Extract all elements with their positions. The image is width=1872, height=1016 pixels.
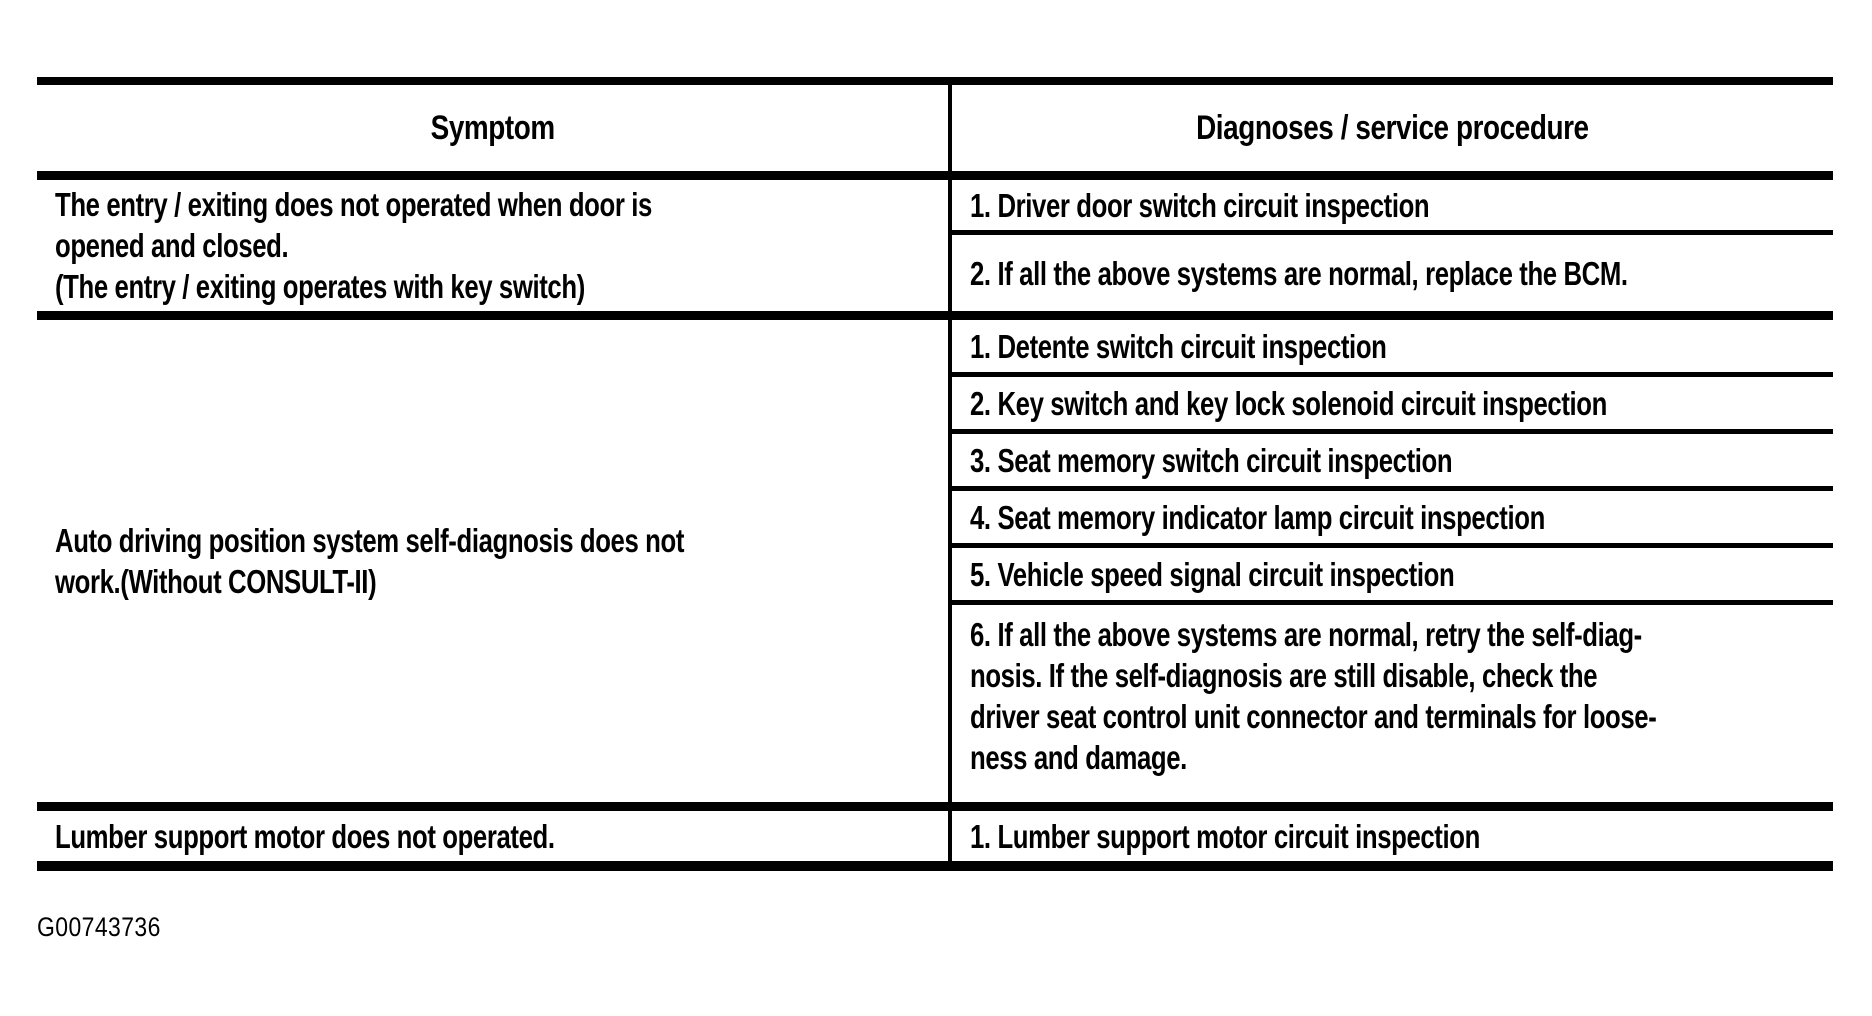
symptom-column-header: Symptom: [37, 85, 952, 171]
procedure-item: 4. Seat memory indicator lamp circuit in…: [952, 491, 1833, 548]
procedure-text: 6. If all the above systems are normal, …: [970, 615, 1657, 776]
table-row: Lumber support motor does not operated. …: [37, 811, 1833, 861]
procedure-text: 2. Key switch and key lock solenoid circ…: [970, 384, 1607, 422]
symptom-diagnosis-table: Symptom Diagnoses / service procedure Th…: [37, 77, 1833, 871]
table-row: Auto driving position system self-diagno…: [37, 320, 1833, 811]
symptom-cell: The entry / exiting does not operated wh…: [37, 180, 952, 311]
symptom-text: The entry / exiting does not operated wh…: [55, 186, 652, 305]
diagnoses-column-header: Diagnoses / service procedure: [952, 85, 1833, 171]
procedure-text: 1. Detente switch circuit inspection: [970, 327, 1387, 365]
procedures-cell: 1. Lumber support motor circuit inspecti…: [952, 811, 1833, 861]
diagnoses-header-label: Diagnoses / service procedure: [1196, 108, 1589, 147]
procedure-item: 6. If all the above systems are normal, …: [952, 605, 1833, 786]
procedure-item: 2. Key switch and key lock solenoid circ…: [952, 377, 1833, 434]
procedure-text: 1. Driver door switch circuit inspection: [970, 186, 1430, 224]
procedure-item: 1. Detente switch circuit inspection: [952, 320, 1833, 377]
procedure-text: 2. If all the above systems are normal, …: [970, 254, 1628, 292]
symptom-cell: Lumber support motor does not operated.: [37, 811, 952, 861]
procedure-text: 4. Seat memory indicator lamp circuit in…: [970, 498, 1545, 536]
procedure-item: 1. Lumber support motor circuit inspecti…: [952, 811, 1833, 861]
table-header-row: Symptom Diagnoses / service procedure: [37, 85, 1833, 180]
procedures-cell: 1. Driver door switch circuit inspection…: [952, 180, 1833, 311]
symptom-text: Auto driving position system self-diagno…: [55, 522, 685, 600]
symptom-header-label: Symptom: [430, 108, 555, 147]
procedure-text: 1. Lumber support motor circuit inspecti…: [970, 817, 1480, 855]
symptom-cell: Auto driving position system self-diagno…: [37, 320, 952, 802]
procedure-item: 3. Seat memory switch circuit inspection: [952, 434, 1833, 491]
symptom-text: Lumber support motor does not operated.: [55, 817, 555, 855]
procedure-item: 2. If all the above systems are normal, …: [952, 235, 1833, 311]
procedure-item: 5. Vehicle speed signal circuit inspecti…: [952, 548, 1833, 605]
table-row: The entry / exiting does not operated wh…: [37, 180, 1833, 320]
procedure-item: 1. Driver door switch circuit inspection: [952, 180, 1833, 236]
procedure-text: 5. Vehicle speed signal circuit inspecti…: [970, 555, 1455, 593]
procedure-text: 3. Seat memory switch circuit inspection: [970, 441, 1453, 479]
procedures-cell: 1. Detente switch circuit inspection 2. …: [952, 320, 1833, 802]
figure-id-label: G00743736: [37, 912, 161, 942]
